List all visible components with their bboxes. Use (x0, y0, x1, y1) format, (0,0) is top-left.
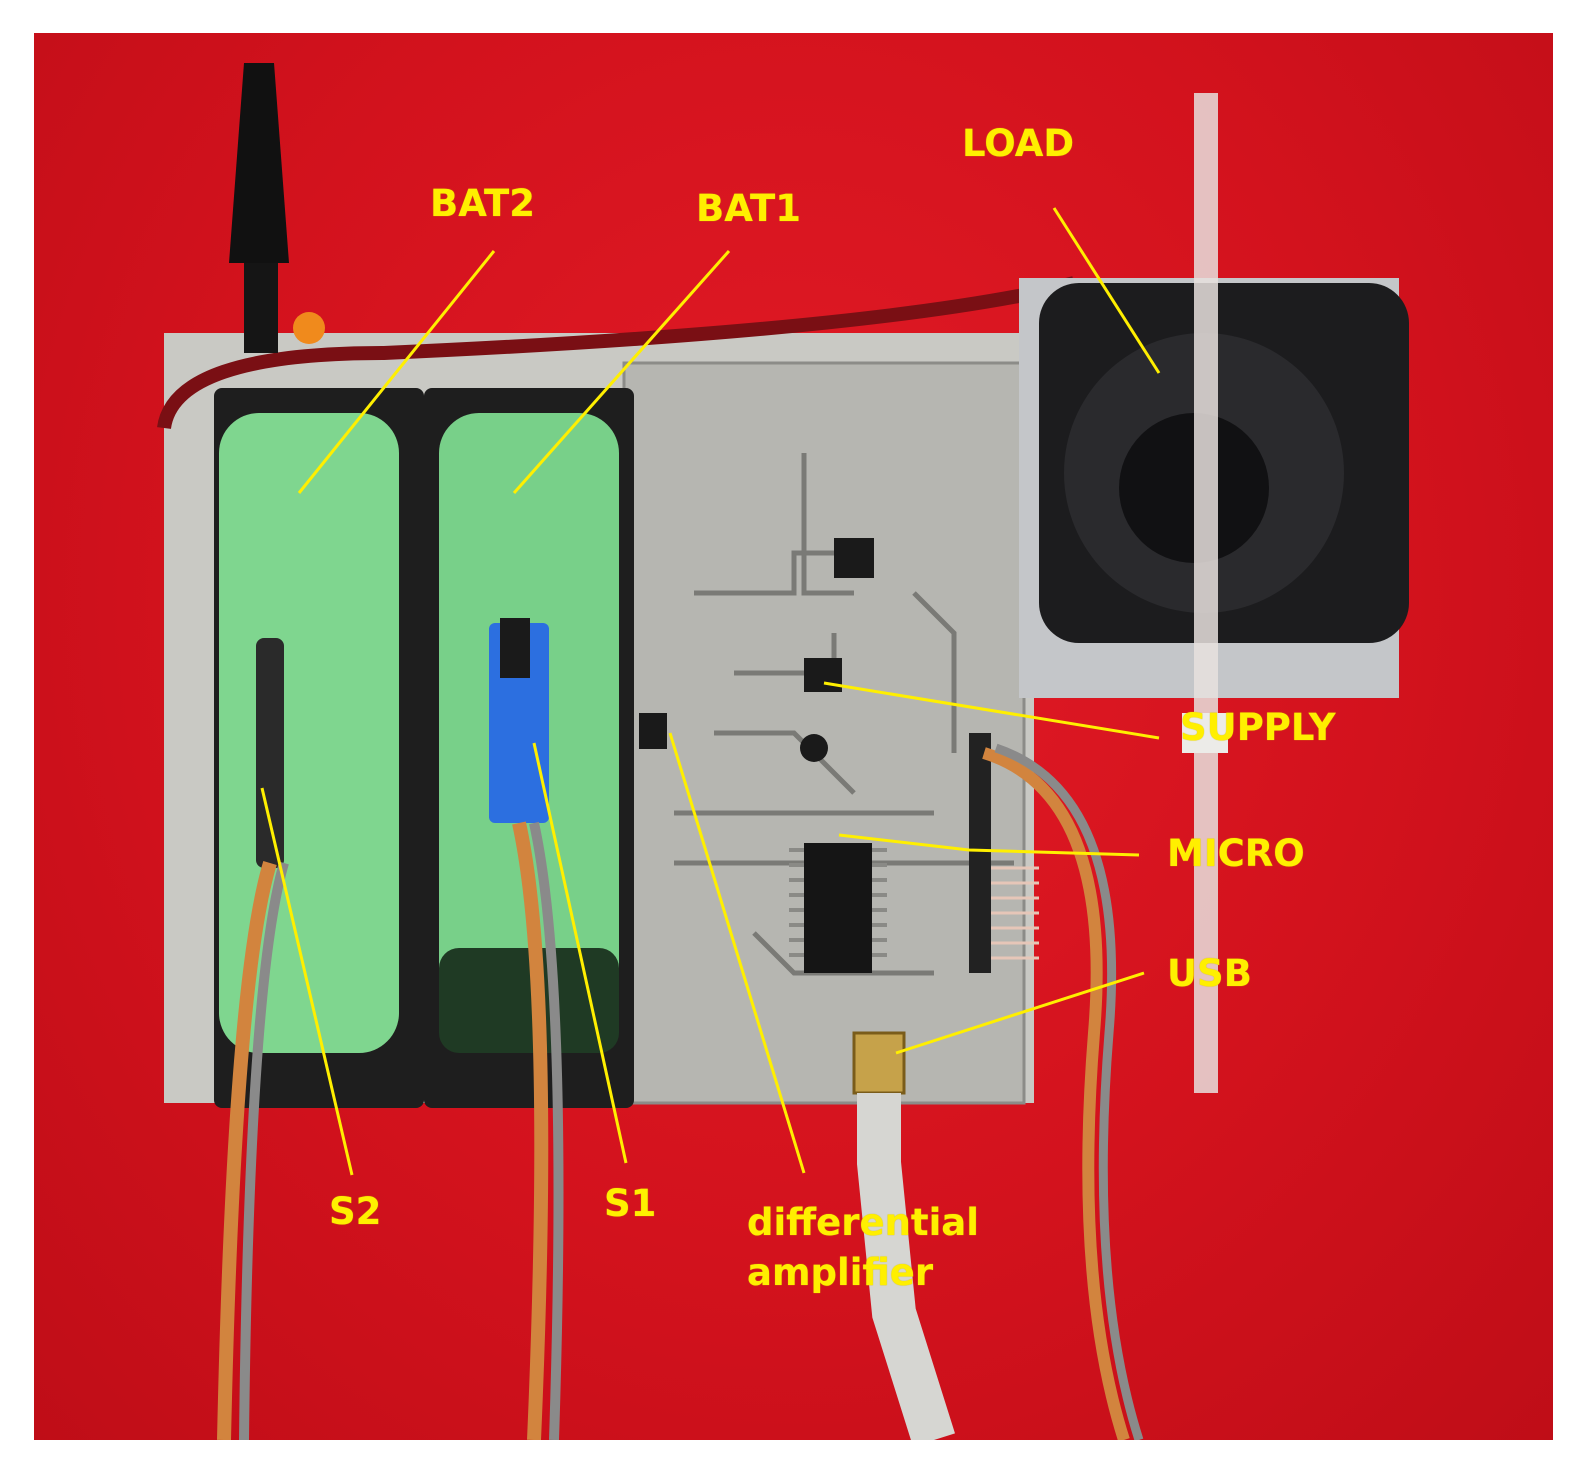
loop-wire-2 (994, 743, 1144, 1440)
probe-handle (229, 63, 289, 263)
leader-lines (260, 207, 1161, 1176)
probe-body (244, 263, 278, 353)
label-s1: S1 (604, 1182, 657, 1225)
pcb (622, 361, 1026, 1105)
label-amplifier: amplifier (747, 1250, 934, 1294)
label-bat2: BAT2 (430, 182, 535, 225)
leader-usb (895, 971, 1145, 1055)
label-bat1: BAT1 (696, 187, 801, 230)
board-illustration (157, 63, 1409, 1440)
sensor-s1-wire (512, 821, 549, 1440)
battery-bat1-end (439, 948, 619, 1053)
leader-load (1052, 207, 1161, 374)
leader-s2 (260, 787, 354, 1176)
leader-s1 (532, 742, 628, 1164)
power-wire (157, 276, 1076, 430)
loop-wire (982, 747, 1130, 1440)
supply-regulator-chip (804, 658, 842, 692)
sensor-s2 (256, 638, 284, 868)
sensor-s1 (500, 618, 530, 678)
label-micro: MICRO (1167, 832, 1305, 875)
led (293, 312, 325, 344)
pin-header (969, 733, 991, 973)
ic-chip (834, 538, 874, 578)
leader-micro (838, 833, 1140, 857)
micro-pins (789, 848, 887, 957)
leader-supply (823, 681, 1160, 740)
annotated-circuit-photo: LOAD BAT2 BAT1 SUPPLY MICRO USB S2 S1 di… (34, 33, 1553, 1440)
usb-cable (857, 1093, 955, 1440)
sensor-s2-wire-2 (239, 861, 289, 1440)
cable-tie-head (1182, 713, 1228, 753)
label-differential: differential (747, 1201, 979, 1244)
usb-connector (852, 1031, 906, 1095)
leader-bat1 (512, 250, 731, 494)
header-pins (991, 866, 1039, 960)
push-button (800, 734, 828, 762)
cable-tie (1194, 93, 1218, 1093)
sensor-s1-wire-2 (529, 821, 564, 1440)
differential-amplifier-chip (639, 713, 667, 749)
label-load: LOAD (962, 122, 1075, 165)
label-supply: SUPPLY (1180, 706, 1336, 749)
leader-differential-amplifier (668, 732, 806, 1174)
label-s2: S2 (329, 1190, 382, 1233)
label-usb: USB (1167, 952, 1252, 995)
microcontroller-chip (804, 843, 872, 973)
leader-bat2 (297, 250, 496, 494)
label-differential-amplifier: differential amplifier (747, 1198, 979, 1298)
sensor-s2-wire (217, 860, 277, 1440)
